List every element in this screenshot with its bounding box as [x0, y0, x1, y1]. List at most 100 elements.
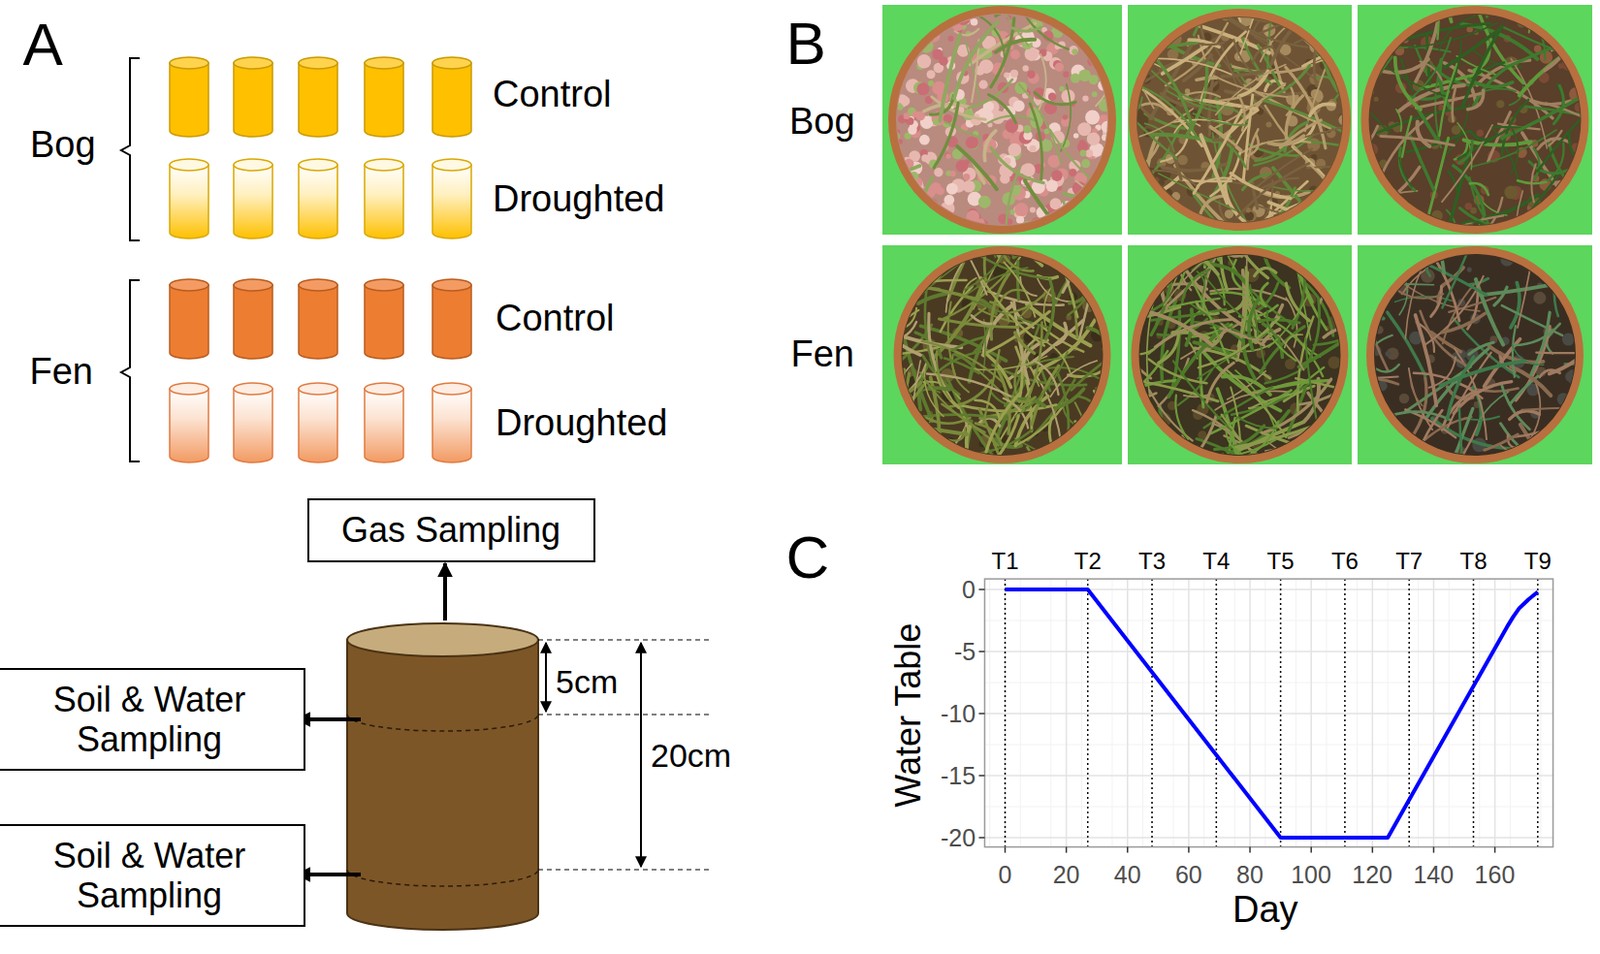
- time-point-label: T5: [1267, 547, 1295, 576]
- moss-clump: [1026, 70, 1035, 79]
- grass-blade: [1118, 345, 1154, 354]
- moss-clump: [1079, 139, 1087, 147]
- moss-clump: [1029, 206, 1036, 213]
- grass-blade: [1459, 409, 1466, 487]
- grass-blade: [1445, 417, 1482, 481]
- grass-blade: [1510, 366, 1551, 396]
- moss-clump: [1028, 145, 1036, 153]
- axis-tick: [1372, 847, 1375, 854]
- grass-blade: [1537, 109, 1591, 172]
- grass-blade: [1447, 352, 1492, 428]
- grass-blade: [1569, 388, 1600, 394]
- axis-tick: [1310, 847, 1312, 854]
- moss-clump: [919, 38, 934, 54]
- moss-clump: [979, 59, 994, 74]
- moss-clump: [1517, 19, 1527, 29]
- moss-clump: [1045, 180, 1057, 192]
- grass-blade: [1227, 144, 1247, 167]
- moss-clump: [1078, 68, 1091, 82]
- grass-blade: [1087, 327, 1106, 339]
- moss-clump: [1010, 49, 1021, 60]
- moss-clump: [1019, 130, 1033, 145]
- axis-tick: [1126, 847, 1129, 854]
- panel-letter: C: [786, 522, 831, 592]
- moss-clump: [978, 195, 992, 209]
- moss-clump: [1055, 63, 1064, 72]
- moss-clump: [1030, 217, 1042, 228]
- grass-blade: [1408, 410, 1442, 480]
- grass-blade: [1195, 416, 1216, 455]
- grass-blade: [1395, 57, 1421, 110]
- grass-blade: [1050, 129, 1113, 197]
- grass-blade: [1500, 445, 1581, 497]
- moss-clump: [1451, 125, 1462, 135]
- grass-blade: [988, 95, 1016, 124]
- grass-blade: [1556, 33, 1600, 48]
- grass-blade: [1214, 75, 1288, 97]
- moss-clump: [1087, 56, 1097, 66]
- grass-blade: [1197, 177, 1236, 186]
- panel-letter: B: [786, 8, 827, 78]
- core-cylinder: [432, 159, 472, 239]
- sampling-time-line: [1004, 578, 1007, 847]
- moss-clump: [1080, 150, 1088, 158]
- grass-blade: [864, 310, 919, 375]
- grass-blade: [1204, 224, 1242, 257]
- moss-clump: [1007, 143, 1022, 158]
- grass-blade: [1471, 131, 1495, 140]
- moss-clump: [931, 48, 943, 60]
- moss-clump: [1338, 114, 1350, 127]
- grass-blade: [1078, 396, 1102, 417]
- moss-clump: [909, 171, 920, 182]
- grass-blade: [1313, 316, 1383, 319]
- grass-blade: [1352, 385, 1377, 393]
- dimension-arrow: [640, 642, 642, 867]
- grass-blade: [1260, 283, 1268, 307]
- moss-clump: [1504, 186, 1518, 200]
- grass-blade: [1436, 0, 1440, 39]
- grass-blade: [1219, 0, 1239, 16]
- moss-clump: [1574, 102, 1585, 113]
- core-cylinder: [364, 159, 404, 239]
- moss-clump: [1091, 173, 1098, 180]
- grass-blade: [1067, 264, 1100, 316]
- grass-blade: [1193, 194, 1251, 250]
- grass-blade: [1305, 338, 1317, 423]
- grass-blade: [1469, 342, 1494, 354]
- grass-blade: [1224, 222, 1244, 255]
- grass-blade: [1397, 289, 1444, 298]
- core-photo: [1078, 0, 1399, 250]
- grass-blade: [883, 283, 978, 300]
- grass-blade: [995, 416, 1019, 459]
- grass-blade: [1068, 263, 1120, 279]
- grass-blade: [1034, 92, 1076, 105]
- grass-blade: [1475, 279, 1504, 345]
- grass-blade: [1512, 423, 1560, 438]
- grass-blade: [1060, 84, 1071, 152]
- grass-blade: [1094, 64, 1128, 149]
- moss-clump: [1051, 169, 1063, 182]
- moss-clump: [1162, 188, 1173, 198]
- grass-blade: [1044, 279, 1054, 342]
- grass-blade: [1056, 322, 1067, 345]
- grass-blade: [1294, 34, 1336, 43]
- grass-blade: [1199, 42, 1224, 45]
- core-cylinder: [233, 279, 273, 359]
- core-cylinder: [233, 57, 273, 137]
- grass-blade: [1348, 126, 1378, 164]
- tick-label: -20: [940, 824, 976, 853]
- grass-blade: [1029, 103, 1043, 180]
- moss-clump: [916, 82, 929, 96]
- grass-blade: [1496, 456, 1557, 517]
- treatment-label: Droughted: [492, 178, 665, 222]
- grass-blade: [1420, 311, 1467, 366]
- grass-blade: [1006, 166, 1022, 229]
- grass-blade: [1221, 448, 1240, 537]
- grass-blade: [995, 224, 1013, 256]
- photo-background: [1357, 4, 1593, 235]
- grass-blade: [1152, 170, 1199, 190]
- grass-blade: [1208, 216, 1273, 249]
- grass-blade: [1486, 194, 1538, 219]
- moss-clump: [970, 18, 978, 26]
- grass-blade: [1439, 15, 1477, 50]
